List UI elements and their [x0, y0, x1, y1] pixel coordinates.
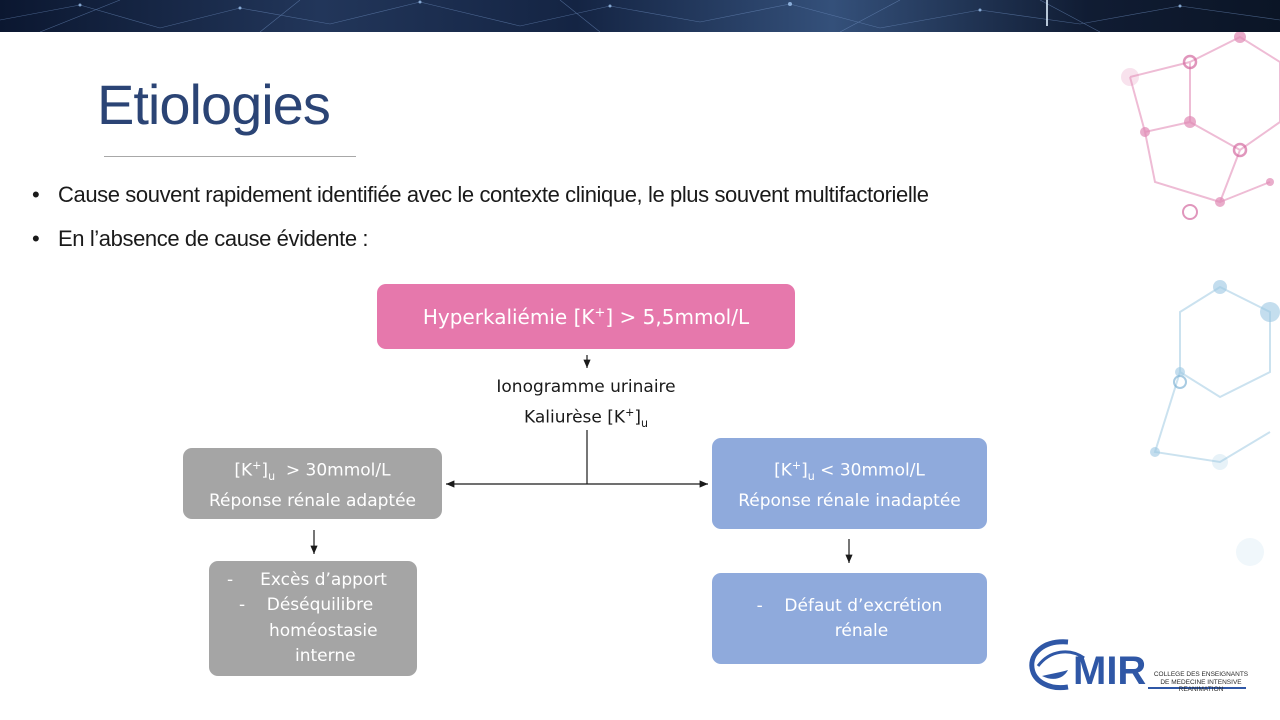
- hyperkalemia-box: Hyperkaliémie [K+] > 5,5mmol/L: [377, 284, 795, 349]
- logo-text: MIR: [1073, 649, 1146, 693]
- left-causes-box: - Excès d’apport - Déséquilibre homéosta…: [209, 561, 417, 676]
- molecule-decoration: [1121, 32, 1280, 566]
- bullet-dot: •: [32, 226, 40, 251]
- cemir-logo: MIR: [1029, 639, 1246, 693]
- inadapted-renal-response-box: [K+]u < 30mmol/L Réponse rénale inadapté…: [712, 438, 987, 529]
- bullet-item: • En l’absence de cause évidente :: [30, 224, 929, 254]
- bullet-text: Cause souvent rapidement identifiée avec…: [58, 182, 929, 207]
- slide-title: Etiologies: [97, 73, 331, 136]
- bullet-item: • Cause souvent rapidement identifiée av…: [30, 180, 929, 210]
- bullet-list: • Cause souvent rapidement identifiée av…: [30, 180, 929, 268]
- top-banner: [0, 0, 1280, 32]
- network-pattern: [0, 0, 1280, 32]
- right-cause-box: - Défaut d’excrétion rénale: [712, 573, 987, 664]
- logo-caption: COLLEGE DES ENSEIGNANTS DE MEDECINE INTE…: [1153, 671, 1249, 693]
- adapted-renal-response-box: [K+]u > 30mmol/L Réponse rénale adaptée: [183, 448, 442, 519]
- urine-ionogram-label: Ionogramme urinaire Kaliurèse [K+]u: [496, 377, 676, 431]
- bullet-dot: •: [32, 182, 40, 207]
- cause-item: - Déséquilibre: [239, 595, 374, 615]
- bullet-text: En l’absence de cause évidente :: [58, 226, 369, 251]
- title-underline: [104, 156, 356, 157]
- cause-item: - Excès d’apport: [227, 569, 387, 590]
- hyperkalemia-label: Hyperkaliémie [K+] > 5,5mmol/L: [422, 304, 750, 329]
